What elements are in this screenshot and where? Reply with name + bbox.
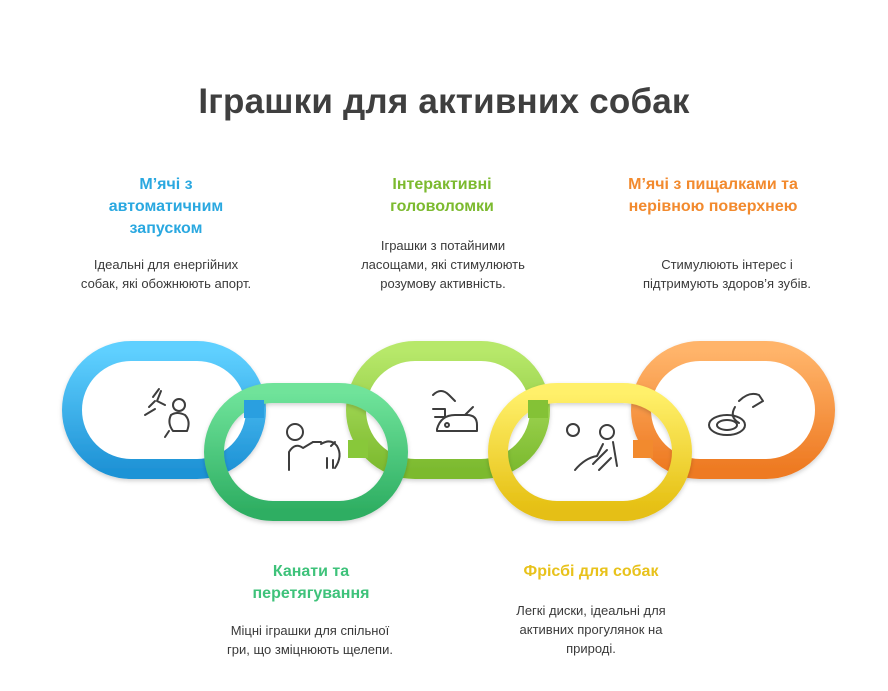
ball-launcher-icon [144,388,190,438]
item-heading-puzzles: Інтерактивні головоломки [390,176,494,215]
item-description-ball-launchers: Ідеальні для енергійних собак, які обожн… [80,257,252,291]
chain-link-yellow [488,383,692,521]
page-title: Іграшки для активних собак [198,82,690,121]
item-description-puzzles: Іграшки з потайними ласощами, які стимул… [361,238,525,291]
tug-of-war-icon [286,423,341,471]
puzzle-dog-icon [432,390,478,432]
squeaky-ball-dog-icon [708,392,764,436]
item-heading-ball-launchers: М’ячі з автоматичним запуском [108,176,224,237]
frisbee-throw-icon [566,423,618,471]
item-description-tug-ropes: Міцні іграшки для спільної гри, що зміцн… [227,623,393,657]
item-description-squeaky-balls: Стимулюють інтерес і підтримують здоров’… [642,257,812,291]
item-heading-squeaky-balls: М’ячі з пищалками та нерівною поверхнею [628,176,798,215]
chain-link-green [204,383,408,521]
item-description-frisbees: Легкі диски, ідеальні для активних прогу… [516,603,666,656]
item-heading-tug-ropes: Канати та перетягування [252,563,370,602]
item-heading-frisbees: Фрісбі для собак [523,563,659,580]
